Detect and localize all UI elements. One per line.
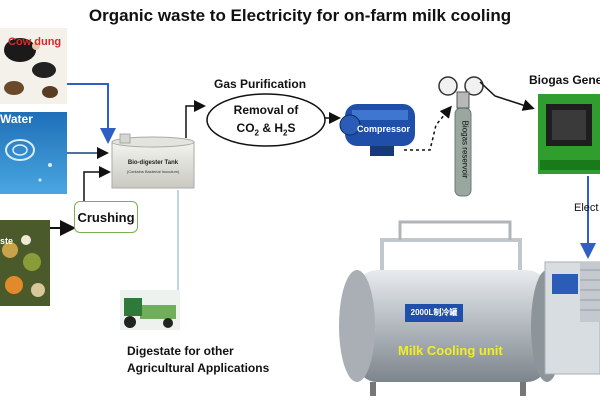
digestate-line1: Digestate for other (127, 344, 234, 358)
cow-dung-image (0, 28, 67, 104)
crushing-label: Crushing (77, 209, 135, 225)
reservoir-to-generator-arrow (479, 81, 535, 111)
biogas-reservoir-label: Biogas reservoir (460, 120, 470, 179)
milk-cooling-label: Milk Cooling unit (398, 343, 503, 358)
tractor-image (120, 290, 180, 330)
biogas-generator-label: Biogas Gene (529, 73, 600, 87)
compressor-label: Compressor (357, 124, 411, 134)
gas-purification-heading: Gas Purification (214, 77, 307, 91)
compressor-image (339, 104, 415, 156)
electricity-label: Elect (574, 202, 599, 214)
digester-subtitle: (Contains Bacterial Inoculum) (126, 169, 180, 174)
waste-label: ste (0, 236, 14, 246)
water-image (0, 112, 67, 194)
cow-dung-label: Cow dung (8, 36, 62, 48)
digestate-line2: Agricultural Applications (127, 361, 270, 375)
diagram-title: Organic waste to Electricity for on-farm… (88, 6, 512, 25)
bio-digester-tank (111, 133, 195, 189)
cow-dung-arrow (67, 83, 116, 144)
compressor-to-reservoir-arrow (404, 105, 452, 151)
gas-purification-ellipse (206, 93, 326, 147)
digester-to-purification-arrow (185, 100, 206, 138)
tank-plate-label: 2000L制冷罐 (410, 308, 458, 317)
biogas-generator-image (538, 94, 600, 174)
digestate-arrow (172, 190, 179, 309)
crushing-arrow (83, 166, 111, 201)
crushing-box: Crushing (74, 201, 138, 233)
organic-waste-image (0, 220, 50, 306)
gas-purification-line1: Removal of (233, 103, 299, 117)
biogas-reservoir-image (438, 76, 484, 197)
cooling-unit-image (544, 261, 600, 375)
water-label: Water (0, 112, 33, 126)
digester-title: Bio-digester Tank (127, 160, 179, 166)
gas-purification-line2: CO2 & H2S (236, 121, 296, 138)
